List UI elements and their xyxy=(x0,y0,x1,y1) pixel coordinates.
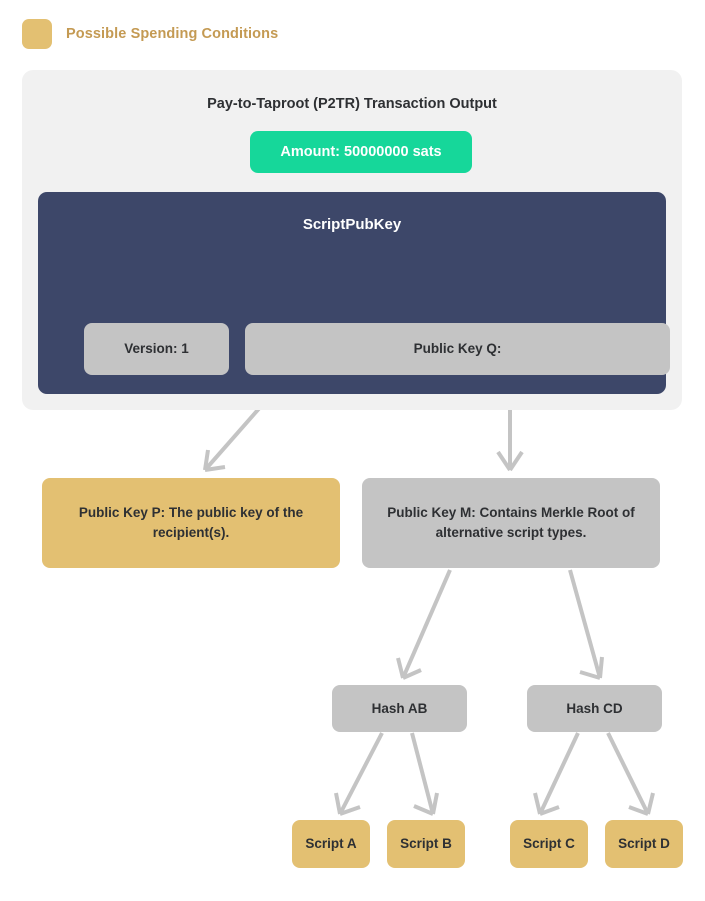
public-key-q-field[interactable]: Public Key Q: xyxy=(245,323,670,375)
hash-cd-node[interactable]: Hash CD xyxy=(527,685,662,732)
version-field[interactable]: Version: 1 xyxy=(84,323,229,375)
legend: Possible Spending Conditions xyxy=(22,19,278,49)
scriptpubkey-title: ScriptPubKey xyxy=(302,216,402,233)
arrow-m-to-hashcd xyxy=(568,569,602,679)
public-key-m-node[interactable]: Public Key M: Contains Merkle Root of al… xyxy=(362,478,660,568)
arrow-hashcd-to-scriptd xyxy=(606,732,650,815)
arrow-m-to-hashab xyxy=(401,569,452,679)
amount-badge: Amount: 50000000 sats xyxy=(250,131,472,173)
arrow-hashcd-to-scriptc xyxy=(538,732,580,815)
hash-ab-node[interactable]: Hash AB xyxy=(332,685,467,732)
script-b-node[interactable]: Script B xyxy=(387,820,465,868)
script-d-node[interactable]: Script D xyxy=(605,820,683,868)
arrow-hashab-to-scripta xyxy=(338,732,384,815)
page-title: Pay-to-Taproot (P2TR) Transaction Output xyxy=(207,96,497,112)
scriptpubkey-panel: ScriptPubKey Version: 1 Public Key Q: xyxy=(38,192,670,394)
legend-label: Possible Spending Conditions xyxy=(66,26,279,42)
public-key-p-node[interactable]: Public Key P: The public key of the reci… xyxy=(42,478,340,568)
legend-swatch-spending-conditions xyxy=(22,19,52,49)
arrow-hashab-to-scriptb xyxy=(410,732,435,815)
script-c-node[interactable]: Script C xyxy=(510,820,588,868)
script-a-node[interactable]: Script A xyxy=(292,820,370,868)
transaction-output-card: Pay-to-Taproot (P2TR) Transaction Output… xyxy=(22,70,682,410)
